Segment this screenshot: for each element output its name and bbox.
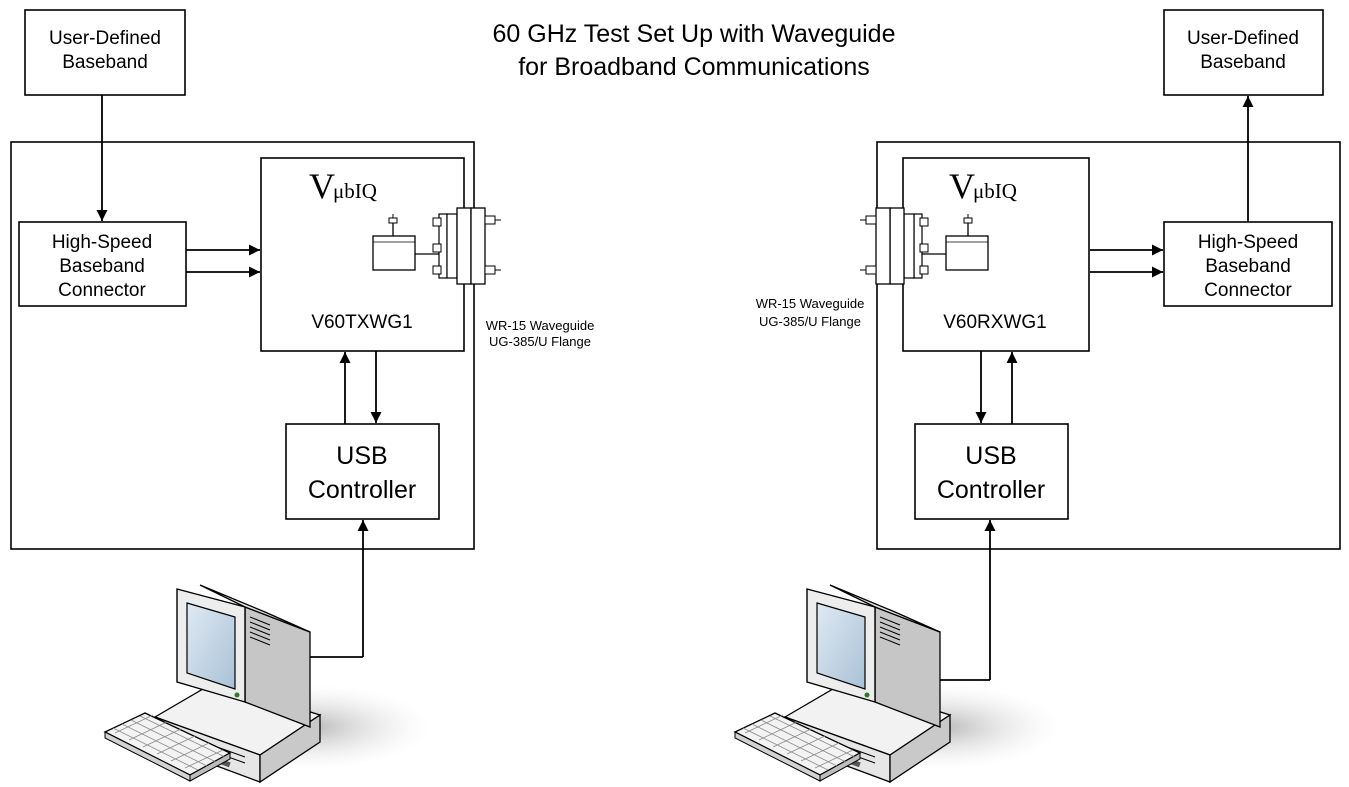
rx-usb-box (914, 423, 1069, 520)
rx-desktop-computer-icon (734, 584, 1061, 783)
rx-logo-big: V (949, 166, 975, 206)
tx-baseband-line-1: User-Defined (49, 28, 161, 49)
rx-connector-line-3: Connector (1204, 280, 1292, 301)
tx-connector-line-3: Connector (58, 280, 146, 301)
rx-waveguide-line-2: UG-385/U Flange (759, 314, 861, 329)
rx-baseband-line-2: Baseband (1200, 52, 1286, 73)
rx-connector-line-1: High-Speed (1198, 232, 1298, 253)
rx-baseband-line-1: User-Defined (1187, 28, 1299, 49)
tx-logo: VμbIQ (309, 166, 377, 206)
tx-connector-line-1: High-Speed (52, 232, 152, 253)
tx-connector-line-2: Baseband (59, 256, 145, 277)
tx-module-label: V60TXWG1 (311, 312, 412, 333)
tx-waveguide-line-1: WR-15 Waveguide (486, 318, 595, 333)
tx-connector-box (18, 221, 187, 307)
transmitter-section: User-Defined Baseband High-Speed Baseban… (10, 9, 595, 783)
rx-waveguide-line-1: WR-15 Waveguide (756, 296, 865, 311)
tx-usb-line-1: USB (336, 442, 387, 470)
rx-usb-line-2: Controller (937, 476, 1045, 504)
tx-waveguide-line-2: UG-385/U Flange (489, 334, 591, 349)
tx-logo-small: μbIQ (333, 179, 377, 203)
tx-usb-line-2: Controller (308, 476, 416, 504)
rx-module-label: V60RXWG1 (943, 312, 1046, 333)
tx-baseband-box (24, 9, 186, 96)
rx-baseband-box (1163, 9, 1324, 96)
rx-usb-line-1: USB (965, 442, 1016, 470)
title-line-1: 60 GHz Test Set Up with Waveguide (493, 20, 896, 48)
receiver-section: User-Defined Baseband High-Speed Baseban… (734, 9, 1341, 783)
tx-desktop-computer-icon (104, 584, 431, 783)
rx-connector-line-2: Baseband (1205, 256, 1291, 277)
title-line-2: for Broadband Communications (518, 53, 870, 81)
tx-usb-box (285, 423, 440, 520)
tx-baseband-line-2: Baseband (62, 52, 148, 73)
rx-connector-box (1163, 221, 1333, 307)
rx-logo-small: μbIQ (973, 179, 1017, 203)
tx-logo-big: V (309, 166, 335, 206)
rx-logo: VμbIQ (949, 166, 1017, 206)
